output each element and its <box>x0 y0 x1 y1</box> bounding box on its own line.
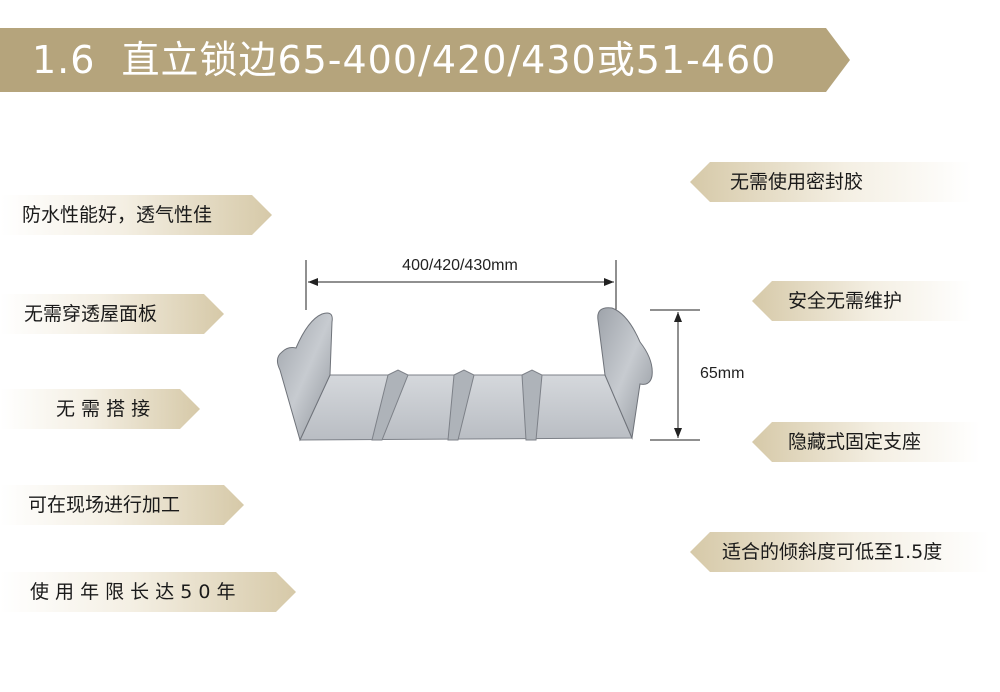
left-tag-2-label: 无需穿透屋面板 <box>24 303 158 325</box>
page-title: 1.6 直立锁边65-400/420/430或51-460 <box>32 28 776 92</box>
right-tag-4-shape <box>690 532 990 572</box>
left-tag-2: 无需穿透屋面板 <box>0 294 224 334</box>
right-tag-4-label: 适合的倾斜度可低至1.5度 <box>722 541 943 563</box>
left-tag-3-shape <box>0 389 200 429</box>
right-tag-1-label: 无需使用密封胶 <box>730 171 864 193</box>
height-dimension <box>650 309 700 441</box>
left-tag-4: 可在现场进行加工 <box>0 485 244 525</box>
right-tag-2: 安全无需维护 <box>752 281 972 321</box>
left-tag-4-label: 可在现场进行加工 <box>28 494 181 516</box>
left-tag-2-shape <box>0 294 224 334</box>
right-tag-3-shape <box>752 422 980 462</box>
left-tag-5: 使 用 年 限 长 达 5 0 年 <box>0 572 296 612</box>
panel-profile-diagram: 400/420/430mm 65mm <box>276 257 744 442</box>
right-tag-3-label: 隐藏式固定支座 <box>788 431 922 453</box>
left-tag-5-shape <box>0 572 296 612</box>
right-tag-1: 无需使用密封胶 <box>690 162 972 202</box>
right-tag-3: 隐藏式固定支座 <box>752 422 980 462</box>
section-number: 1.6 <box>32 38 96 82</box>
section-title: 直立锁边65-400/420/430或51-460 <box>121 38 777 82</box>
width-dimension <box>305 260 617 310</box>
right-tag-2-shape <box>752 281 972 321</box>
panel-right-seam <box>597 307 653 440</box>
right-tag-4: 适合的倾斜度可低至1.5度 <box>690 532 990 572</box>
right-tag-2-label: 安全无需维护 <box>788 290 903 312</box>
left-tag-3: 无 需 搭 接 <box>0 389 200 429</box>
panel-left-seam <box>276 312 333 442</box>
width-label: 400/420/430mm <box>402 257 518 274</box>
right-tag-1-shape <box>690 162 972 202</box>
left-tag-1: 防水性能好，透气性佳 <box>0 195 272 235</box>
header-banner: 1.6 直立锁边65-400/420/430或51-460 <box>0 28 850 92</box>
left-tag-4-shape <box>0 485 244 525</box>
header-banner-shape <box>0 28 850 92</box>
left-tag-3-label: 无 需 搭 接 <box>56 398 151 420</box>
height-label: 65mm <box>700 365 744 382</box>
panel-ribs <box>371 369 543 441</box>
left-tag-1-label: 防水性能好，透气性佳 <box>22 204 213 226</box>
left-tag-5-label: 使 用 年 限 长 达 5 0 年 <box>30 581 236 603</box>
left-tag-1-shape <box>0 195 272 235</box>
